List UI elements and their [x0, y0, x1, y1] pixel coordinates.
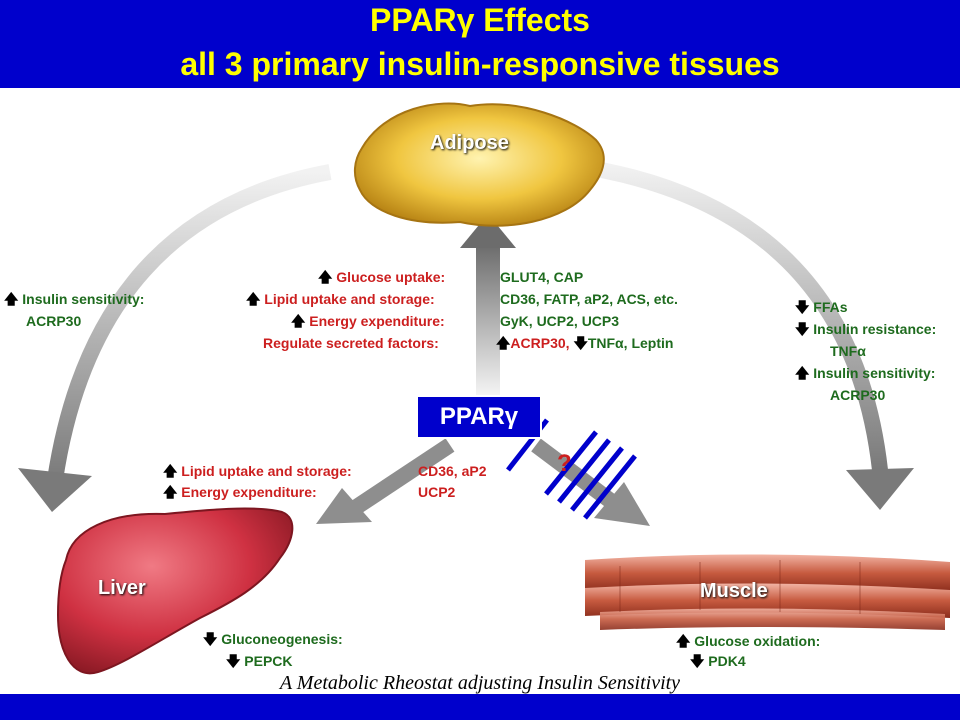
- adipose-genes-secreted: 🡅ACRP30, 🡇TNFα, Leptin: [496, 335, 674, 351]
- muscle-effect-oxidation: 🡅 Glucose oxidation:: [676, 633, 821, 649]
- muscle-image: [585, 554, 950, 630]
- up-arrow-icon: 🡅: [676, 633, 691, 649]
- down-arrow-icon: 🡇: [690, 653, 705, 669]
- liver-effect-energy: 🡅 Energy expenditure:: [163, 484, 317, 500]
- adipose-genes-energy: GyK, UCP2, UCP3: [500, 313, 620, 329]
- up-arrow-icon: 🡅: [291, 313, 306, 329]
- liver-genes-lipid: CD36, aP2: [418, 463, 487, 479]
- liver-image: [56, 507, 294, 675]
- up-arrow-icon: 🡅: [163, 463, 178, 479]
- liver-effect-lipid: 🡅 Lipid uptake and storage:: [163, 463, 352, 479]
- right-insulin-sensitivity: 🡅 Insulin sensitivity:: [795, 365, 936, 381]
- up-arrow-icon: 🡅: [4, 291, 19, 307]
- adipose-genes-lipid: CD36, FATP, aP2, ACS, etc.: [500, 291, 678, 307]
- footer-banner: [0, 694, 960, 720]
- right-acrp30: ACRP30: [830, 387, 886, 403]
- left-insulin-sensitivity: 🡅 Insulin sensitivity:: [4, 291, 145, 307]
- down-arrow-icon: 🡇: [795, 321, 810, 337]
- down-arrow-icon: 🡇: [795, 299, 810, 315]
- page-subtitle: all 3 primary insulin-responsive tissues: [180, 46, 780, 82]
- adipose-label: Adipose: [430, 132, 509, 154]
- liver-label: Liver: [98, 577, 146, 599]
- liver-arrow-shaft: [350, 438, 455, 515]
- up-arrow-icon: 🡅: [496, 335, 511, 351]
- down-arrow-icon: 🡇: [203, 631, 218, 647]
- up-arrow-icon: 🡅: [795, 365, 810, 381]
- page-title: PPARγ Effects: [370, 2, 590, 38]
- liver-effect-gluconeogenesis: 🡇 Gluconeogenesis:: [203, 631, 343, 647]
- diagram-caption: A Metabolic Rheostat adjusting Insulin S…: [279, 672, 681, 694]
- title-banner: [0, 0, 960, 88]
- left-arc-arrow: [47, 164, 332, 482]
- up-arrow-head: [460, 214, 516, 248]
- left-acrp30: ACRP30: [26, 313, 82, 329]
- liver-genes-energy: UCP2: [418, 484, 456, 500]
- muscle-label: Muscle: [700, 580, 768, 602]
- question-mark: ?: [557, 450, 572, 477]
- muscle-arrow-shaft: [531, 438, 617, 509]
- ppar-gamma-box: PPARγ: [416, 395, 542, 439]
- adipose-genes-glucose: GLUT4, CAP: [500, 269, 584, 285]
- muscle-pdk4: 🡇 PDK4: [690, 653, 746, 669]
- right-tnf-alpha: TNFα: [830, 343, 866, 359]
- adipose-effect-energy: 🡅 Energy expenditure:: [291, 313, 445, 329]
- right-arc-arrow: [570, 157, 888, 471]
- up-arrow-shaft: [476, 245, 500, 395]
- liver-arrow-head: [316, 488, 372, 524]
- down-arrow-icon: 🡇: [226, 653, 241, 669]
- up-arrow-icon: 🡅: [163, 484, 178, 500]
- adipose-tissue-image: [354, 102, 605, 227]
- adipose-effect-glucose: 🡅 Glucose uptake:: [318, 269, 446, 285]
- left-arc-arrowhead: [18, 468, 92, 512]
- adipose-effect-lipid: 🡅 Lipid uptake and storage:: [246, 291, 435, 307]
- right-insulin-resistance: 🡇 Insulin resistance:: [795, 321, 937, 337]
- liver-pepck: 🡇 PEPCK: [226, 653, 293, 669]
- down-arrow-icon: 🡇: [573, 335, 588, 351]
- muscle-arrow-head: [594, 482, 650, 526]
- diagram-canvas: [18, 102, 950, 675]
- up-arrow-icon: 🡅: [318, 269, 333, 285]
- right-arc-arrowhead: [846, 468, 914, 510]
- right-ffas: 🡇 FFAs: [795, 299, 848, 315]
- adipose-effect-secreted: Regulate secreted factors:: [263, 335, 439, 351]
- up-arrow-icon: 🡅: [246, 291, 261, 307]
